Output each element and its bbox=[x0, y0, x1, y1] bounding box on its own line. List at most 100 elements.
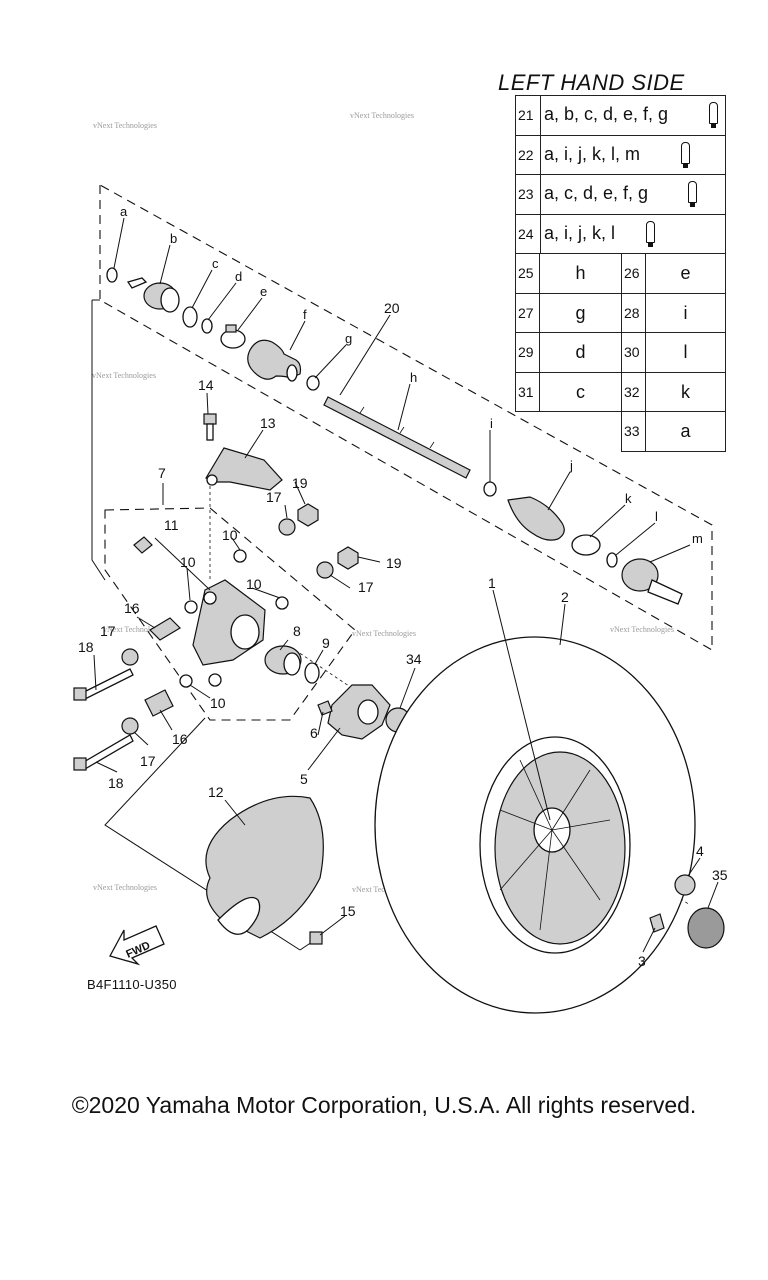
part-h-shaft[interactable] bbox=[323, 396, 471, 479]
legend-row-number: 21 bbox=[518, 107, 534, 123]
part-j-boot[interactable] bbox=[507, 496, 565, 541]
part-18-bolts[interactable] bbox=[73, 668, 134, 771]
part-l-circlip[interactable] bbox=[606, 552, 618, 568]
part-1-wheel[interactable] bbox=[494, 751, 626, 945]
svg-text:15: 15 bbox=[340, 903, 356, 919]
svg-text:j: j bbox=[569, 458, 573, 473]
legend-pair-number: 26 bbox=[621, 253, 646, 294]
svg-text:l: l bbox=[655, 509, 658, 524]
svg-text:vNext Technologies: vNext Technologies bbox=[103, 625, 167, 634]
svg-text:9: 9 bbox=[322, 635, 330, 651]
svg-text:19: 19 bbox=[386, 555, 402, 571]
svg-text:10: 10 bbox=[222, 527, 238, 543]
legend-pair-letter-text: g bbox=[575, 302, 586, 323]
part-5-hub[interactable] bbox=[327, 684, 391, 740]
legend-pair-number: 30 bbox=[621, 332, 646, 373]
svg-text:b: b bbox=[170, 231, 177, 246]
part-a-circlip[interactable] bbox=[106, 267, 118, 283]
svg-text:i: i bbox=[490, 416, 493, 431]
legend-pair-number-text: 29 bbox=[518, 344, 534, 360]
svg-text:vNext Technologies: vNext Technologies bbox=[93, 883, 157, 892]
legend-row-number: 24 bbox=[518, 225, 534, 242]
part-19-nuts[interactable] bbox=[297, 503, 359, 570]
legend-row: 21 a, b, c, d, e, f, g bbox=[515, 95, 726, 136]
part-16-collars[interactable] bbox=[144, 617, 181, 717]
legend-pair-letter-text: c bbox=[576, 381, 585, 402]
part-3-stud[interactable] bbox=[649, 913, 665, 933]
part-35-cap[interactable] bbox=[687, 907, 725, 949]
grease-tube-icon bbox=[709, 102, 718, 128]
legend-pair-number-text: 33 bbox=[624, 423, 640, 439]
part-17-bushings[interactable] bbox=[121, 518, 334, 735]
grease-tube-icon bbox=[681, 141, 690, 168]
legend-pair-letter: h bbox=[539, 253, 622, 294]
part-k-band[interactable] bbox=[571, 534, 601, 556]
fwd-arrow-icon: FWD bbox=[109, 925, 165, 966]
part-15-bolt[interactable] bbox=[309, 931, 323, 945]
legend-divider bbox=[540, 135, 541, 174]
legend-pair-number-text: 26 bbox=[624, 265, 640, 281]
part-14-bolt[interactable] bbox=[203, 413, 217, 441]
part-12-brake-disc[interactable] bbox=[205, 795, 324, 939]
grease-tube-icon bbox=[688, 181, 697, 207]
part-c-ring[interactable] bbox=[182, 306, 198, 328]
svg-text:12: 12 bbox=[208, 784, 224, 800]
callout-labels: a b c d e f g h i j k l m 20 13 14 7 11 … bbox=[78, 204, 728, 969]
knuckle-group-outline bbox=[104, 507, 356, 721]
legend-pair-number: 28 bbox=[621, 292, 646, 333]
part-g-band[interactable] bbox=[306, 375, 320, 391]
part-knuckle[interactable] bbox=[192, 579, 266, 687]
svg-text:19: 19 bbox=[292, 475, 308, 491]
legend-row-letters: a, c, d, e, f, g bbox=[544, 183, 649, 203]
legend-divider bbox=[540, 175, 541, 214]
svg-text:a: a bbox=[120, 204, 128, 219]
svg-text:d: d bbox=[235, 269, 242, 284]
part-8-bearing[interactable] bbox=[264, 645, 302, 676]
svg-text:c: c bbox=[212, 256, 219, 271]
legend-pair-number: 32 bbox=[621, 371, 646, 412]
legend-divider bbox=[540, 214, 541, 253]
svg-text:k: k bbox=[625, 491, 632, 506]
legend-pair-number: 31 bbox=[515, 371, 540, 412]
legend-pair-letter: i bbox=[645, 292, 726, 333]
svg-text:1: 1 bbox=[488, 575, 496, 591]
legend-pair-number: 27 bbox=[515, 292, 540, 333]
svg-text:13: 13 bbox=[260, 415, 276, 431]
driveshaft-group-outline bbox=[99, 184, 713, 651]
legend-pair-number-text: 28 bbox=[624, 304, 640, 321]
svg-text:m: m bbox=[692, 531, 703, 546]
svg-text:34: 34 bbox=[406, 651, 422, 667]
legend-divider bbox=[540, 96, 541, 135]
part-e-band[interactable] bbox=[220, 324, 246, 349]
part-i-band[interactable] bbox=[483, 481, 497, 497]
svg-text:18: 18 bbox=[108, 775, 124, 791]
page-title: LEFT HAND SIDE bbox=[498, 70, 685, 95]
svg-text:vNext Technologies: vNext Technologies bbox=[350, 111, 414, 120]
legend-pair-number-text: 32 bbox=[624, 383, 640, 400]
legend-pair-letter-text: l bbox=[683, 342, 688, 362]
svg-text:4: 4 bbox=[696, 843, 704, 859]
legend-pair-letter: l bbox=[645, 332, 726, 373]
legend-row-letters: a, b, c, d, e, f, g bbox=[544, 104, 669, 124]
part-d-circlip[interactable] bbox=[201, 318, 213, 334]
part-6-stud[interactable] bbox=[317, 700, 333, 716]
legend-pair-number: 29 bbox=[515, 332, 540, 373]
part-9-circlip[interactable] bbox=[304, 662, 320, 684]
part-11-grease-nipple[interactable] bbox=[133, 536, 153, 554]
part-m-inner-joint[interactable] bbox=[621, 558, 683, 605]
part-13-bracket[interactable] bbox=[205, 447, 283, 491]
svg-text:17: 17 bbox=[358, 579, 374, 595]
svg-text:16: 16 bbox=[124, 600, 140, 616]
legend-pair-number-text: 31 bbox=[518, 383, 534, 400]
part-f-boot[interactable] bbox=[247, 339, 302, 382]
svg-text:2: 2 bbox=[561, 589, 569, 605]
part-4-nut[interactable] bbox=[674, 874, 696, 896]
legend-pair-letter: c bbox=[539, 371, 622, 412]
part-10-collars[interactable] bbox=[179, 549, 289, 688]
svg-text:10: 10 bbox=[180, 554, 196, 570]
legend-pair-letter-text: i bbox=[683, 302, 688, 323]
part-b-outer-joint[interactable] bbox=[126, 277, 180, 313]
diagram-code: B4F1110-U350 bbox=[87, 977, 177, 992]
